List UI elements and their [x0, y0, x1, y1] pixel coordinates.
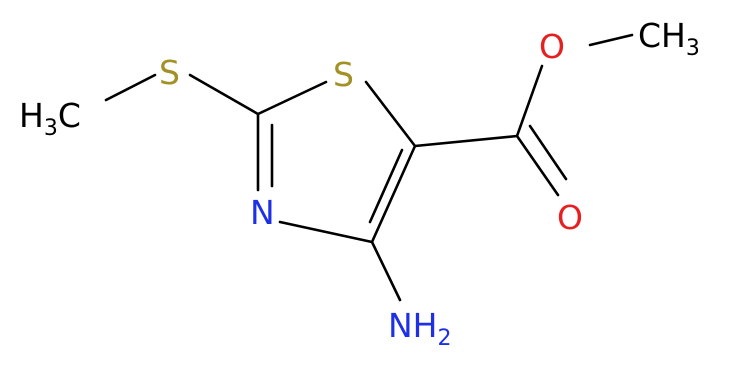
- atom-oxygen-ester: O: [539, 27, 565, 66]
- atom-nitrogen-ring: N: [250, 193, 275, 232]
- bond-c2-s1: [256, 80, 328, 116]
- atom-sulfur-ring: S: [333, 55, 354, 94]
- bond-ch3-s: [104, 73, 157, 102]
- bond-s1-c5: [364, 80, 417, 148]
- atom-amino-group: NH2: [388, 306, 452, 351]
- atom-oxygen-carbonyl: O: [557, 198, 583, 237]
- bond-c-o-ester: [515, 64, 544, 138]
- bond-s-c2: [188, 73, 260, 116]
- atom-ch3-left: H3C: [19, 96, 81, 141]
- atoms: H3C S S N NH2 O O CH3: [19, 16, 700, 351]
- bond-n3-c4: [278, 220, 374, 244]
- bond-c4-nh2: [370, 240, 402, 302]
- bond-c5-ccarbonyl: [413, 134, 519, 148]
- bond-c4-c5-b: [368, 148, 404, 224]
- bond-c-o-carbonyl-a: [515, 134, 560, 197]
- atom-sulfur-thioether: S: [159, 53, 180, 92]
- atom-ch3-right: CH3: [638, 16, 700, 61]
- bond-c-o-carbonyl-b: [528, 124, 568, 181]
- bond-c4-c5-a: [370, 144, 417, 244]
- bonds: [104, 33, 634, 302]
- bond-o-ch3: [588, 33, 634, 47]
